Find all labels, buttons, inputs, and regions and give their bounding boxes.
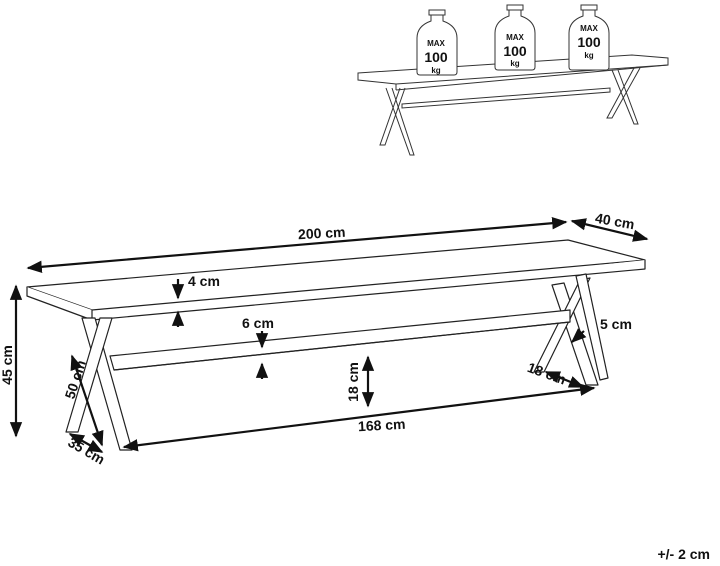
main-bench — [26, 239, 646, 451]
height-label: 45 cm — [0, 345, 15, 385]
weight-unit: kg — [510, 59, 519, 68]
leg-width-label: 35 cm — [65, 434, 107, 468]
weight-unit: kg — [584, 51, 593, 60]
weight-max-label: MAX — [506, 33, 524, 42]
dimension-lines — [9, 217, 649, 453]
leg-thickness-label: 5 cm — [600, 316, 632, 332]
weight-bottle-2: MAX 100 kg — [494, 4, 536, 71]
depth-label: 40 cm — [594, 210, 636, 233]
weight-value: 100 — [577, 34, 601, 50]
length-label: 200 cm — [298, 224, 346, 242]
weight-value: 100 — [424, 49, 448, 65]
top-thickness-label: 4 cm — [188, 273, 220, 289]
preview-bench — [357, 54, 669, 156]
crossbar-height-label: 6 cm — [242, 315, 274, 331]
weight-unit: kg — [431, 66, 440, 75]
leg-span-label: 168 cm — [358, 416, 406, 434]
weight-bottle-1: MAX 100 kg — [416, 9, 458, 76]
weight-value: 100 — [503, 43, 527, 59]
weight-max-label: MAX — [427, 39, 445, 48]
crossbar-clearance-label: 18 cm — [345, 362, 361, 402]
tolerance-note: +/- 2 cm — [657, 546, 710, 562]
weight-bottle-3: MAX 100 kg — [568, 4, 610, 71]
weight-max-label: MAX — [580, 24, 598, 33]
